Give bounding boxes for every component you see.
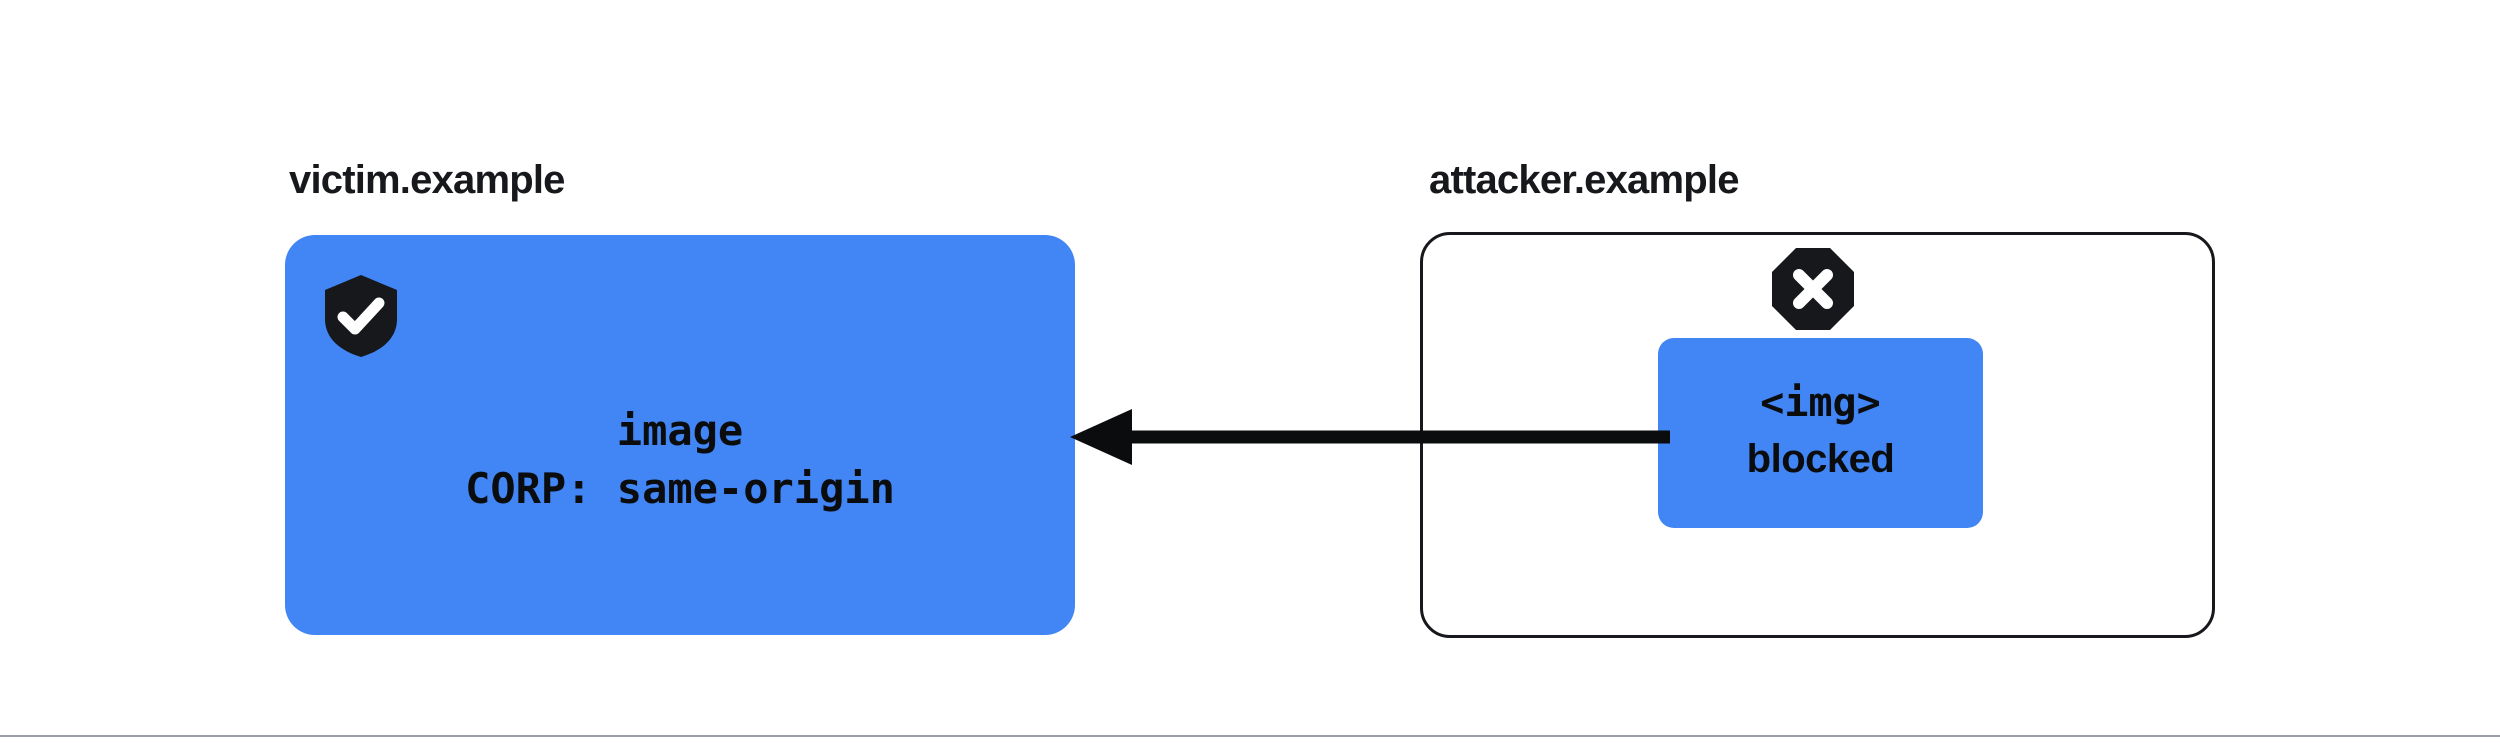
victim-origin-panel: image CORP: same-origin — [285, 235, 1075, 635]
attacker-img-tag: <img> — [1760, 380, 1881, 426]
victim-resource-text: image CORP: same-origin — [465, 406, 895, 513]
attacker-img-element-box: <img> blocked — [1658, 338, 1983, 528]
attacker-img-text: <img> blocked — [1658, 375, 1983, 487]
arrow-left-icon — [1070, 405, 1670, 469]
attacker-img-result: blocked — [1746, 437, 1895, 481]
attacker-origin-label: attacker.example — [1429, 158, 1739, 202]
octagon-x-icon — [1772, 248, 1854, 330]
bottom-divider — [0, 735, 2500, 737]
attacker-origin-panel: <img> blocked — [1420, 232, 2215, 638]
shield-check-icon — [325, 275, 397, 357]
victim-origin-label: victim.example — [289, 158, 565, 202]
